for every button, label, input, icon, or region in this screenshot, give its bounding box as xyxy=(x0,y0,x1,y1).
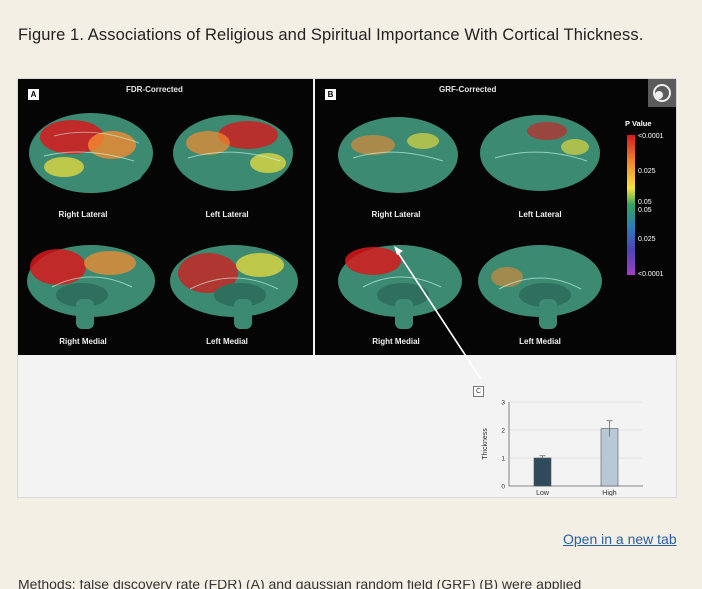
legend-tick-1: 0.025 xyxy=(638,168,656,175)
panel-b-label: B xyxy=(325,89,336,100)
legend-tick-4: 0.025 xyxy=(638,236,656,243)
chart-c-label: C xyxy=(473,386,484,397)
chart-c-xtick-label: Low xyxy=(536,490,550,496)
chart-c-bar-high xyxy=(600,428,619,487)
body-text-cutoff: Methods: false discovery rate (FDR) (A) … xyxy=(18,580,582,589)
legend-tick-2: 0.05 xyxy=(638,199,652,206)
brain-a-right-medial xyxy=(27,245,155,329)
legend-tick-5: <0.0001 xyxy=(638,271,664,278)
brain-a-left-medial xyxy=(170,245,298,329)
view-label-a-left-medial: Left Medial xyxy=(206,337,248,346)
chart-c-bar-low xyxy=(533,457,552,487)
legend-tick-3: 0.05 xyxy=(638,207,652,214)
view-label-b-right-medial: Right Medial xyxy=(372,337,420,346)
expand-figure-icon[interactable] xyxy=(648,79,676,107)
view-label-b-left-medial: Left Medial xyxy=(519,337,561,346)
view-label-a-left-lateral: Left Lateral xyxy=(205,210,249,219)
brain-b-right-medial xyxy=(338,245,462,329)
panel-b: B GRF-Corrected Right Lateral Left Later… xyxy=(315,79,676,355)
brain-b-right-lateral xyxy=(338,117,458,193)
view-label-a-right-lateral: Right Lateral xyxy=(58,210,108,219)
chart-c-ytick-label: 0 xyxy=(501,484,505,491)
brain-a-right-lateral xyxy=(29,113,153,193)
chart-c-ytick-label: 1 xyxy=(501,456,505,463)
panel-b-title: GRF-Corrected xyxy=(439,85,497,94)
legend-title: P Value xyxy=(625,119,652,128)
chart-c-ytick-label: 3 xyxy=(501,400,505,407)
panel-a-label: A xyxy=(28,89,39,100)
panel-a-title: FDR-Corrected xyxy=(126,85,183,94)
chart-c-ylabel: Thickness xyxy=(482,428,489,460)
legend-colorbar xyxy=(627,135,635,275)
view-label-b-right-lateral: Right Lateral xyxy=(371,210,421,219)
open-in-new-tab-link[interactable]: Open in a new tab xyxy=(563,531,677,547)
pointer-arrow xyxy=(394,246,482,380)
chart-c-ytick-label: 2 xyxy=(501,428,505,435)
view-label-a-right-medial: Right Medial xyxy=(59,337,107,346)
figure-box: A FDR-Corrected Right Lateral Left Later… xyxy=(17,78,677,498)
brain-b-left-lateral xyxy=(480,115,600,191)
chart-c-xtick-label: High xyxy=(602,490,617,496)
legend-tick-0: <0.0001 xyxy=(638,133,664,140)
panel-a: A FDR-Corrected Right Lateral Left Later… xyxy=(18,79,313,355)
brain-b-left-medial xyxy=(478,245,602,329)
view-label-b-left-lateral: Left Lateral xyxy=(518,210,562,219)
figure-caption: Figure 1. Associations of Religious and … xyxy=(18,26,644,44)
brain-a-left-lateral xyxy=(173,115,293,191)
